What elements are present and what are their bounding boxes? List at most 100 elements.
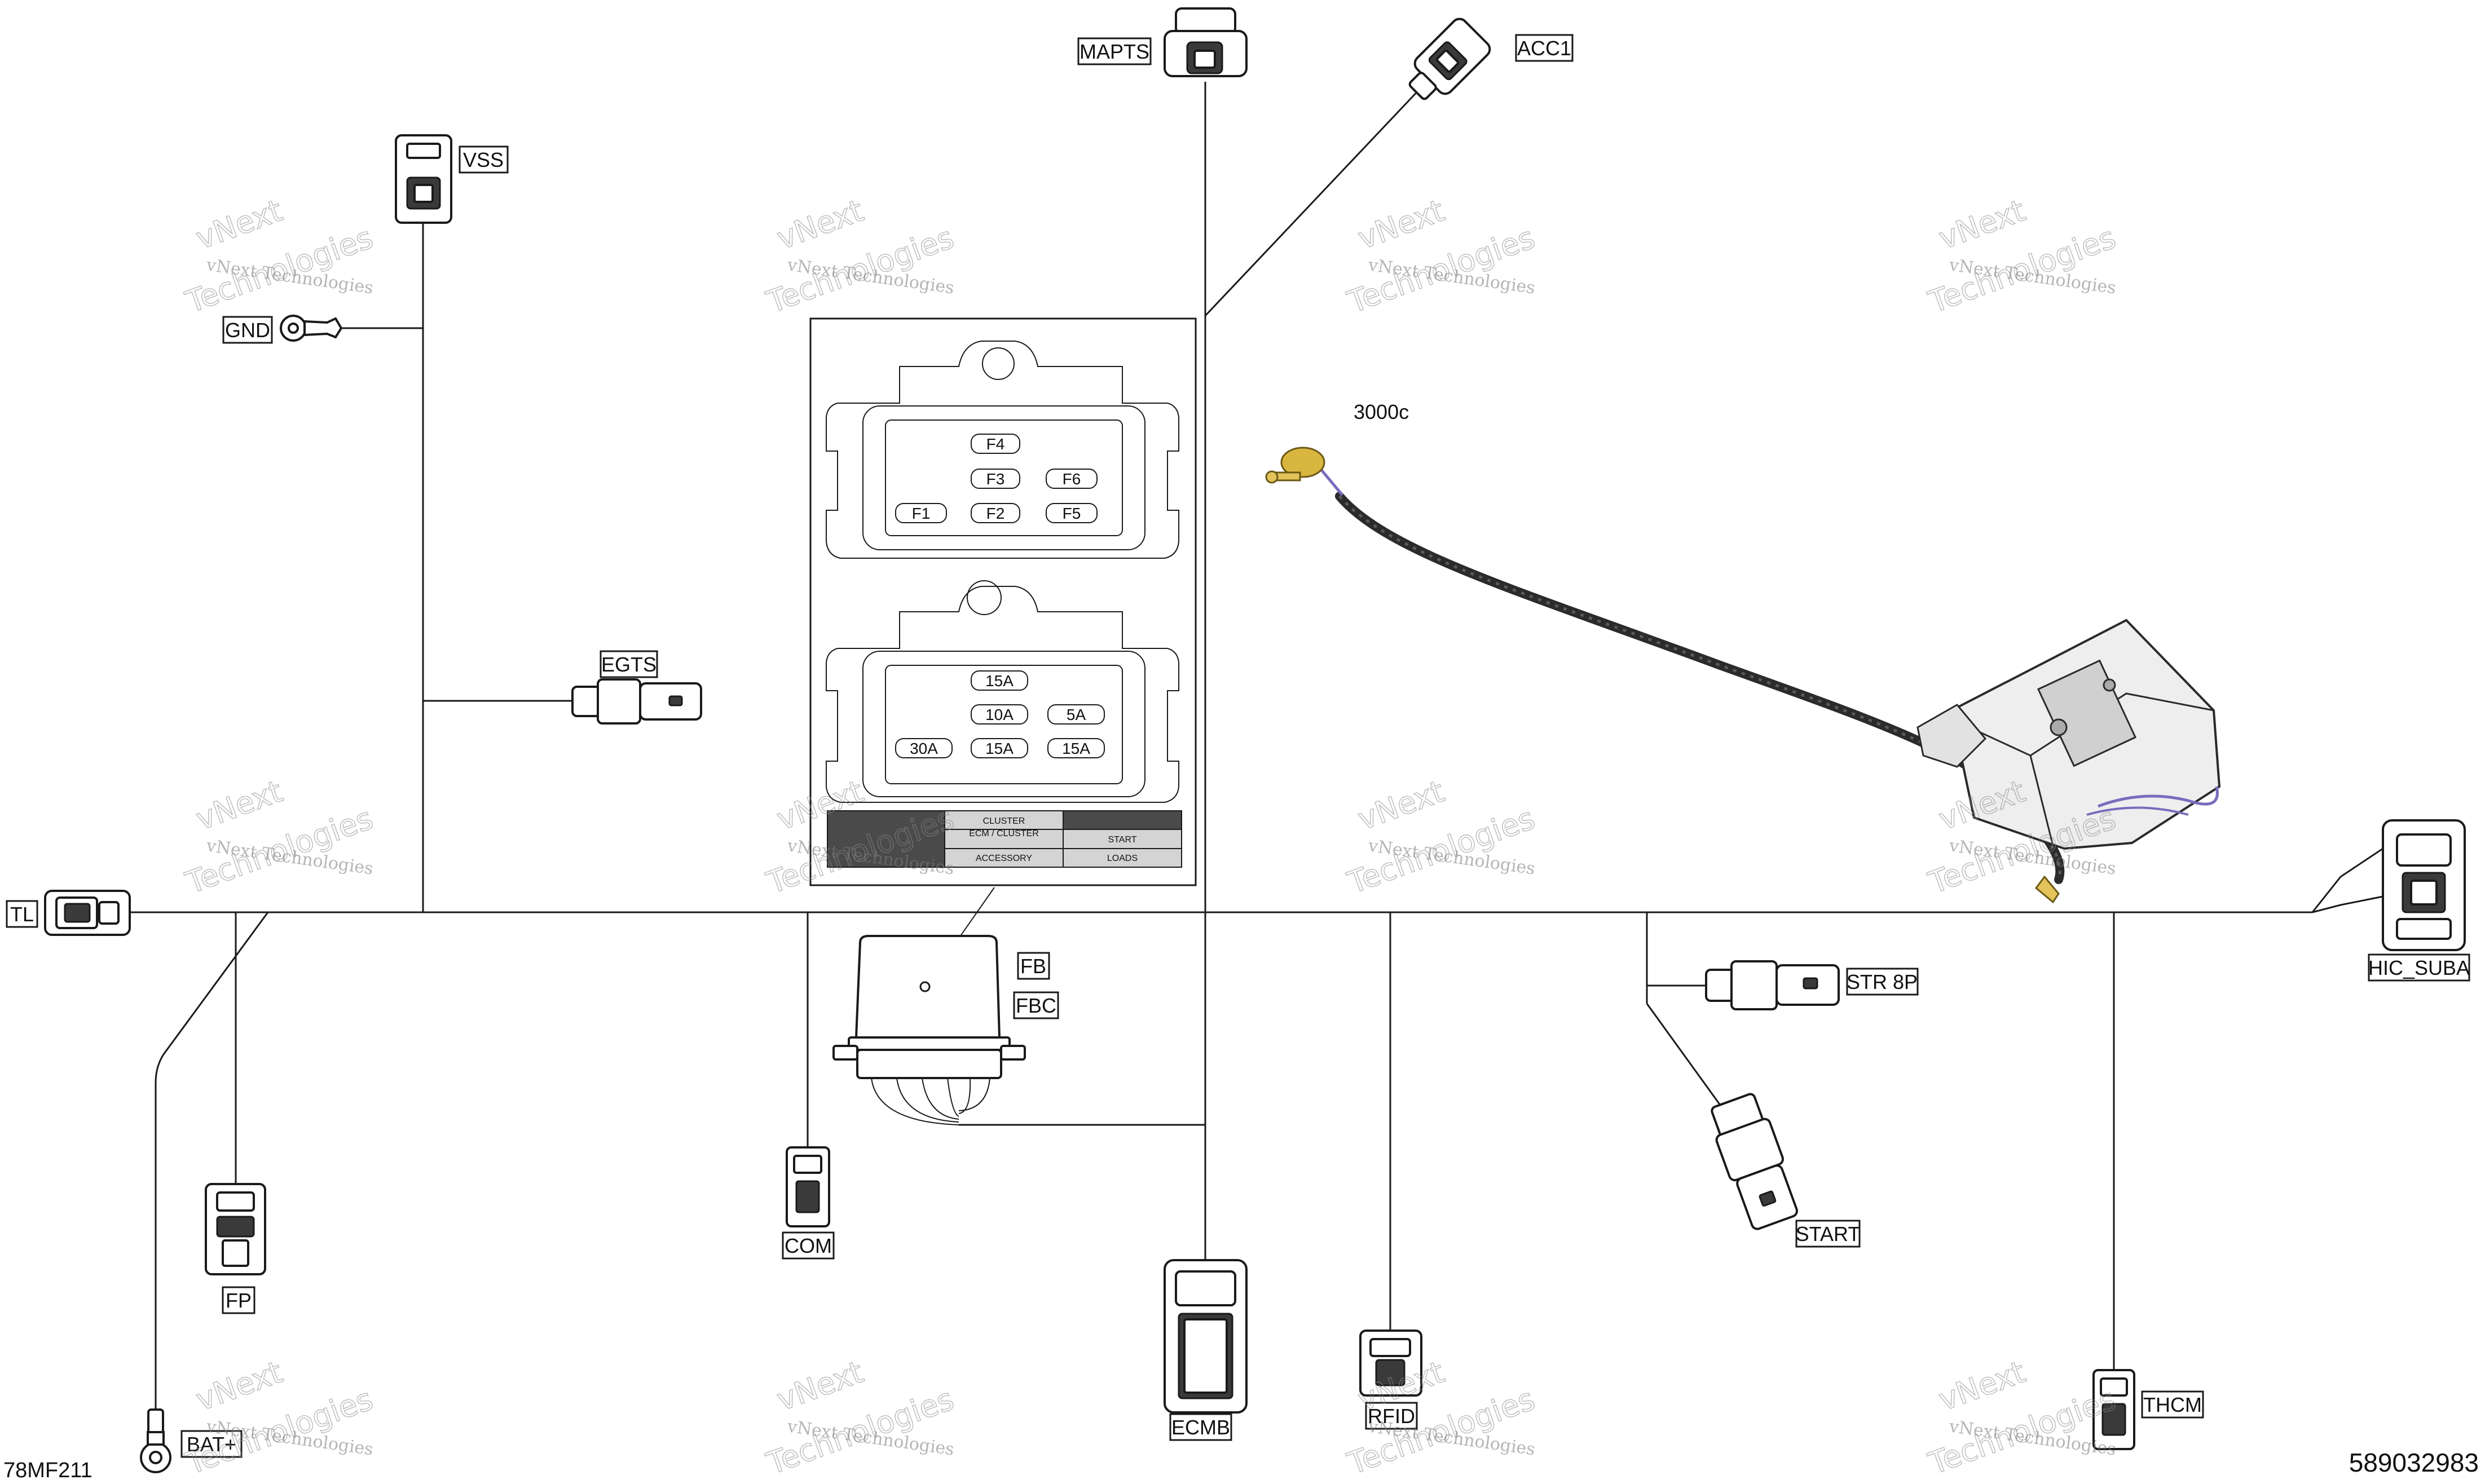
label-bat-text: BAT+ — [187, 1433, 236, 1456]
label-hic-suba-text: HIC_SUBA — [2368, 956, 2470, 979]
str8p-connector — [1705, 960, 1840, 1010]
fb-fuse-holder — [832, 935, 1026, 1125]
label-gnd: GND — [222, 316, 273, 344]
label-fb-text: FB — [1020, 955, 1046, 978]
fusebox-panel: F4 F3 F6 F1 F2 F5 15A 10A 5A 30A 15A 15A… — [809, 317, 1197, 886]
hic-flare-wire — [2311, 847, 2383, 913]
watermark: vNext vNext Technologies Technologies — [180, 773, 378, 902]
watermark: vNext vNext Technologies Technologies — [761, 1354, 959, 1482]
part-number: 589032983 — [2349, 1448, 2479, 1477]
fuse-label-f2: F2 — [986, 505, 1005, 522]
com-connector — [786, 1146, 830, 1227]
fuse-slot-f4: F4 — [971, 434, 1020, 454]
label-start-text: START — [1796, 1222, 1861, 1246]
fuse-slot-f3: F3 — [971, 469, 1020, 489]
ecmb-connector — [1164, 1259, 1248, 1414]
label-thcm: THCM — [2141, 1390, 2204, 1419]
label-ecmb-text: ECMB — [1171, 1416, 1230, 1439]
watermark: vNext vNext Technologies Technologies — [1923, 192, 2121, 321]
fuse-label-f3: F3 — [986, 470, 1005, 488]
watermark-brand: vNext — [191, 192, 287, 256]
label-tl-text: TL — [10, 903, 34, 926]
fuse-slot-15a-right: 15A — [1047, 738, 1105, 758]
watermark: vNext vNext Technologies Technologies — [1923, 1354, 2121, 1482]
label-rfid-text: RFID — [1368, 1404, 1415, 1428]
fuse-label-f5: F5 — [1063, 505, 1081, 522]
fuse-label-10a: 10A — [985, 706, 1014, 723]
control-module — [1916, 619, 2221, 904]
fusebox-legend-table: CLUSTER ECM / CLUSTER START ACCESSORY LO… — [827, 810, 1182, 868]
start-connector — [1711, 1093, 1798, 1230]
fuse-label-f6: F6 — [1063, 470, 1081, 488]
label-acc1-text: ACC1 — [1517, 37, 1571, 60]
label-thcm-text: THCM — [2143, 1393, 2202, 1416]
watermark: vNext vNext Technologies Technologies — [180, 1354, 378, 1482]
thcm-connector — [2092, 1369, 2135, 1450]
tl-connector — [44, 890, 131, 936]
fuse-label-15a-top: 15A — [985, 672, 1014, 690]
mapts-connector — [1164, 7, 1248, 77]
fuse-label-15a-mid: 15A — [985, 740, 1014, 757]
label-acc1: ACC1 — [1515, 34, 1574, 62]
watermark: vNext vNext Technologies Technologies — [1342, 192, 1540, 321]
label-gnd-text: GND — [225, 319, 270, 342]
label-egts: EGTS — [600, 650, 658, 678]
acc1-branch-wire — [1204, 86, 1422, 317]
label-3000c: 3000c — [1354, 400, 1409, 423]
watermark-brand: vNext — [1934, 1354, 2030, 1417]
watermark-brand: vNext — [1934, 192, 2030, 256]
legend-ecm-cluster: ECM / CLUSTER — [969, 829, 1039, 838]
watermark-brand: vNext — [191, 773, 287, 837]
legend-loads: LOADS — [1107, 854, 1138, 863]
fuse-slot-f1: F1 — [895, 503, 947, 523]
watermark-brand: vNext — [772, 192, 868, 256]
fuse-slot-15a-mid: 15A — [971, 738, 1028, 758]
label-str8p-text: STR 8P — [1847, 970, 1918, 993]
fuse-slot-30a: 30A — [895, 738, 953, 758]
bat-branch-wire — [155, 912, 269, 1410]
watermark-brand: vNext — [1353, 192, 1449, 256]
label-com: COM — [782, 1231, 835, 1260]
label-hic-suba: HIC_SUBA — [2368, 953, 2470, 982]
watermark: vNext vNext Technologies Technologies — [1342, 773, 1540, 902]
label-rfid: RFID — [1365, 1402, 1418, 1430]
fuse-slot-15a-top: 15A — [971, 670, 1028, 691]
label-mapts-text: MAPTS — [1080, 40, 1149, 63]
acc1-connector — [1408, 17, 1491, 100]
label-start: START — [1795, 1220, 1861, 1248]
fuse-label-15a-right: 15A — [1062, 740, 1090, 757]
hic-suba-connector — [2382, 819, 2466, 951]
fusebox-upper-block — [826, 341, 1179, 559]
legend-cluster: CLUSTER — [983, 816, 1025, 826]
fuse-slot-f2: F2 — [971, 503, 1020, 523]
fusebox-frame — [809, 317, 1197, 886]
label-fp: FP — [222, 1286, 255, 1314]
label-fp-text: FP — [226, 1289, 252, 1312]
label-ecmb: ECMB — [1169, 1413, 1232, 1441]
gnd-ring-terminal — [280, 315, 343, 342]
legend-start: START — [1108, 835, 1137, 845]
fuse-label-30a: 30A — [910, 740, 938, 757]
rfid-connector — [1359, 1330, 1422, 1397]
watermark: vNext vNext Technologies Technologies — [180, 192, 378, 321]
vss-connector — [395, 134, 452, 224]
fuse-slot-10a: 10A — [971, 704, 1028, 725]
egts-connector — [571, 678, 702, 725]
label-mapts: MAPTS — [1077, 37, 1152, 65]
wiring — [130, 82, 2383, 1410]
label-fbc: FBC — [1013, 991, 1059, 1019]
bat-ring-terminal — [140, 1408, 171, 1473]
label-vss: VSS — [459, 145, 509, 174]
legend-accessory: ACCESSORY — [976, 854, 1033, 863]
start-branch-wire — [1646, 1003, 1721, 1106]
label-fbc-text: FBC — [1016, 994, 1056, 1017]
watermark-brand: vNext — [1353, 773, 1449, 837]
label-fb: FB — [1017, 952, 1050, 980]
drawing-ref: 78MF211 — [3, 1459, 92, 1482]
label-bat: BAT+ — [180, 1430, 243, 1458]
fuse-slot-5a: 5A — [1047, 704, 1105, 725]
label-vss-text: VSS — [463, 148, 504, 171]
label-egts-text: EGTS — [601, 653, 657, 676]
fp-connector — [205, 1183, 266, 1275]
